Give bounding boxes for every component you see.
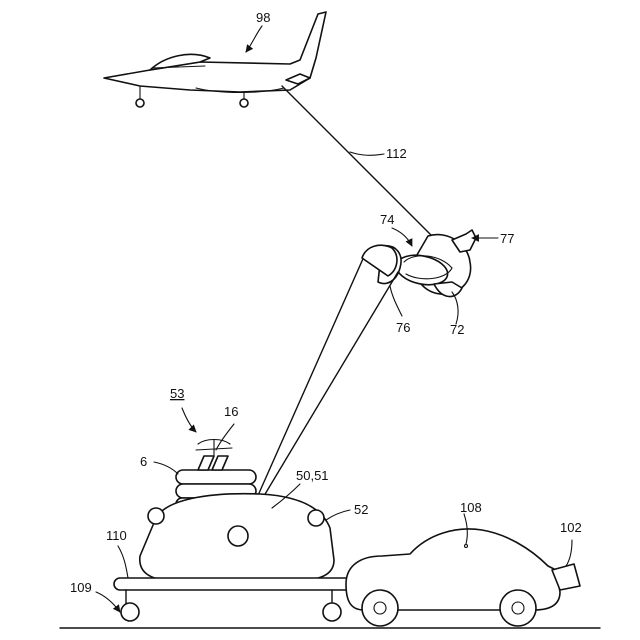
label-housing: 72 xyxy=(450,322,464,337)
aircraft xyxy=(104,12,326,107)
label-car: 108 xyxy=(460,500,482,515)
label-system: 53 xyxy=(170,386,184,401)
label-nozzle: 77 xyxy=(500,231,514,246)
label-wheel: 109 xyxy=(70,580,92,595)
label-emitter: 50,51 xyxy=(296,468,329,483)
light-beam xyxy=(240,245,398,536)
car xyxy=(346,529,580,626)
tether-line xyxy=(282,86,432,236)
label-exhaust: 102 xyxy=(560,520,582,535)
label-tether: 112 xyxy=(386,146,407,161)
label-reflector: 76 xyxy=(396,320,410,335)
vehicle-body xyxy=(140,494,334,580)
label-mirror-unit: 74 xyxy=(380,212,394,227)
label-vehicle-body: 52 xyxy=(354,502,368,517)
label-trailer: 110 xyxy=(106,528,127,543)
label-aircraft: 98 xyxy=(256,10,270,25)
trailer xyxy=(114,578,354,621)
label-antenna: 16 xyxy=(224,404,238,419)
label-stack: 6 xyxy=(140,454,147,469)
